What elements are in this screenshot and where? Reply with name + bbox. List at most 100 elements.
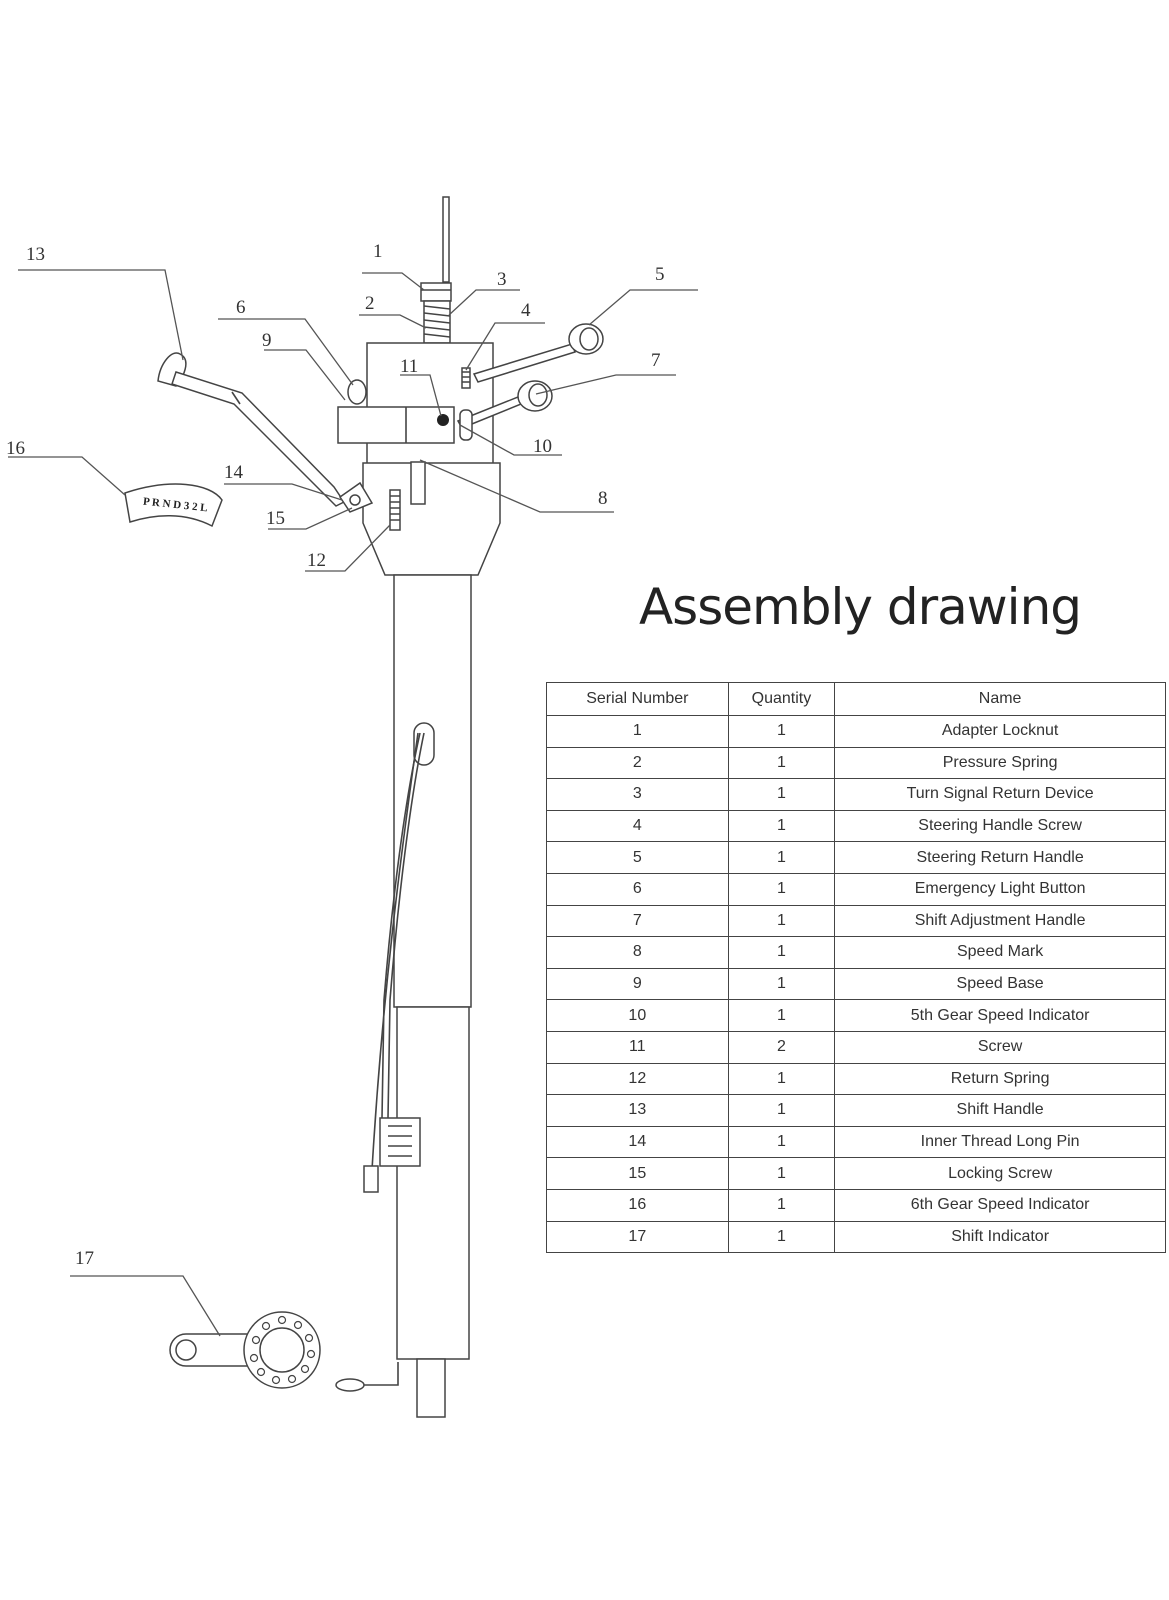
cell-serial: 5 bbox=[546, 841, 729, 874]
cell-name: Shift Indicator bbox=[834, 1220, 1166, 1254]
leader-lines bbox=[8, 269, 698, 1337]
cell-serial: 4 bbox=[546, 809, 729, 843]
header-serial-number: Serial Number bbox=[546, 682, 729, 716]
cell-serial: 3 bbox=[546, 778, 729, 811]
page-title: Assembly drawing bbox=[638, 578, 1082, 636]
cell-quantity: 1 bbox=[727, 936, 836, 969]
lower-bracket bbox=[335, 1362, 399, 1392]
steering-handle-screw bbox=[461, 367, 471, 389]
callout-17: 17 bbox=[75, 1248, 94, 1269]
cell-name: Pressure Spring bbox=[834, 746, 1166, 780]
callout-15: 15 bbox=[266, 508, 285, 529]
cone-housing bbox=[362, 461, 501, 576]
cell-serial: 6 bbox=[546, 872, 729, 906]
cell-name: Steering Return Handle bbox=[834, 841, 1166, 874]
cell-serial: 13 bbox=[546, 1094, 729, 1127]
cell-quantity: 1 bbox=[727, 904, 836, 938]
cell-quantity: 1 bbox=[727, 1188, 836, 1222]
callout-8: 8 bbox=[598, 488, 608, 509]
callout-6: 6 bbox=[236, 297, 246, 318]
cell-quantity: 1 bbox=[727, 1094, 836, 1127]
header-name: Name bbox=[834, 682, 1166, 716]
cell-quantity: 1 bbox=[727, 872, 836, 906]
shift-indicator bbox=[169, 1311, 321, 1389]
cell-quantity: 1 bbox=[727, 1125, 836, 1159]
cell-serial: 12 bbox=[546, 1062, 729, 1096]
cell-serial: 17 bbox=[546, 1220, 729, 1254]
callout-10: 10 bbox=[533, 436, 552, 457]
callout-2: 2 bbox=[365, 293, 375, 314]
shift-handle bbox=[157, 352, 346, 507]
callout-1: 1 bbox=[373, 241, 383, 262]
callout-9: 9 bbox=[262, 330, 272, 351]
cell-quantity: 1 bbox=[727, 967, 836, 1001]
cell-name: Turn Signal Return Device bbox=[834, 778, 1166, 811]
cell-serial: 16 bbox=[546, 1188, 729, 1222]
cell-quantity: 1 bbox=[727, 999, 836, 1032]
header-quantity: Quantity bbox=[727, 682, 836, 716]
column-tube-upper bbox=[393, 574, 472, 1008]
cell-name: Steering Handle Screw bbox=[834, 809, 1166, 843]
cell-name: Adapter Locknut bbox=[834, 715, 1166, 748]
cell-quantity: 1 bbox=[727, 746, 836, 780]
top-rod bbox=[442, 196, 450, 283]
cell-name: 6th Gear Speed Indicator bbox=[834, 1188, 1166, 1222]
cell-name: Speed Mark bbox=[834, 936, 1166, 969]
cell-serial: 8 bbox=[546, 936, 729, 969]
callout-4: 4 bbox=[521, 300, 531, 321]
cell-quantity: 1 bbox=[727, 1220, 836, 1254]
cell-quantity: 1 bbox=[727, 778, 836, 811]
cell-name: Return Spring bbox=[834, 1062, 1166, 1096]
column-tube-lower bbox=[396, 1006, 470, 1418]
sixth-gear-speed-indicator: P R N D 3 2 L bbox=[124, 483, 223, 528]
callout-11: 11 bbox=[400, 356, 418, 377]
cell-name: Speed Base bbox=[834, 967, 1166, 1001]
cell-name: Locking Screw bbox=[834, 1157, 1166, 1190]
cell-serial: 15 bbox=[546, 1157, 729, 1190]
cell-serial: 14 bbox=[546, 1125, 729, 1159]
turn-signal-housing bbox=[366, 342, 494, 467]
wiring-harness bbox=[363, 722, 435, 1193]
adapter-locknut bbox=[420, 282, 452, 302]
cell-name: Emergency Light Button bbox=[834, 872, 1166, 906]
cell-name: Inner Thread Long Pin bbox=[834, 1125, 1166, 1159]
cell-quantity: 1 bbox=[727, 809, 836, 843]
cell-quantity: 1 bbox=[727, 841, 836, 874]
cell-name: Screw bbox=[834, 1030, 1166, 1064]
callout-labels: 1 2 3 4 5 6 7 8 9 10 11 12 13 14 15 16 1… bbox=[6, 241, 665, 1269]
cell-serial: 9 bbox=[546, 967, 729, 1001]
callout-3: 3 bbox=[497, 269, 507, 290]
callout-5: 5 bbox=[655, 264, 665, 285]
callout-13: 13 bbox=[26, 244, 45, 265]
table-header-row: Serial Number Quantity Name bbox=[546, 682, 1166, 716]
cell-serial: 10 bbox=[546, 999, 729, 1032]
callout-12: 12 bbox=[307, 550, 326, 571]
cell-quantity: 2 bbox=[727, 1030, 836, 1064]
inner-thread-long-pin bbox=[338, 481, 374, 513]
cell-serial: 7 bbox=[546, 904, 729, 938]
callout-16: 16 bbox=[6, 438, 25, 459]
pressure-spring bbox=[423, 300, 451, 344]
steering-return-handle bbox=[472, 323, 604, 383]
cell-quantity: 1 bbox=[727, 715, 836, 748]
cell-quantity: 1 bbox=[727, 1157, 836, 1190]
cell-quantity: 1 bbox=[727, 1062, 836, 1096]
cell-serial: 1 bbox=[546, 715, 729, 748]
callout-7: 7 bbox=[651, 350, 661, 371]
